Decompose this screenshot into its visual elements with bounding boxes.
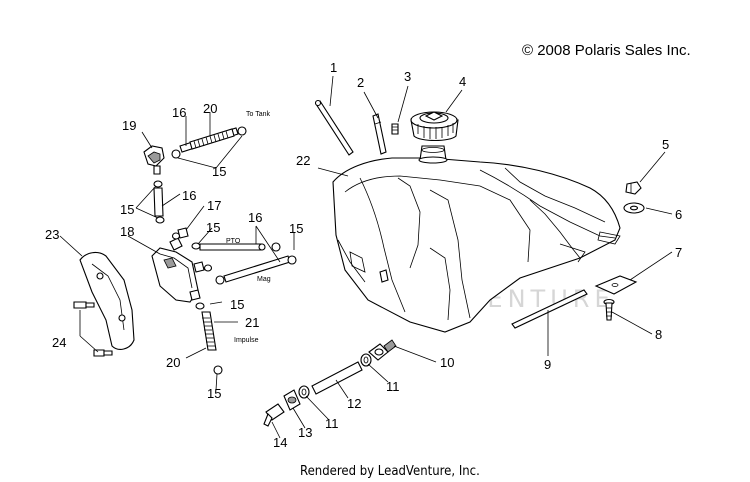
callout-16-b: 16 bbox=[182, 188, 196, 203]
label-mag: Mag bbox=[257, 276, 271, 283]
callout-12: 12 bbox=[347, 396, 361, 411]
callout-3: 3 bbox=[404, 69, 411, 84]
callout-11-upper: 11 bbox=[386, 379, 400, 394]
callout-9: 9 bbox=[544, 357, 551, 372]
callout-21: 21 bbox=[245, 315, 259, 330]
callout-22: 22 bbox=[296, 153, 310, 168]
callout-15-e: 15 bbox=[230, 297, 244, 312]
callout-17: 17 bbox=[207, 198, 221, 213]
callout-16-a: 16 bbox=[172, 105, 186, 120]
screw-24-lower bbox=[93, 349, 113, 357]
label-pto: PTO bbox=[226, 238, 241, 245]
callout-18: 18 bbox=[120, 224, 134, 239]
callout-15-a: 15 bbox=[212, 164, 226, 179]
label-to-tank: To Tank bbox=[246, 111, 270, 118]
callout-13: 13 bbox=[298, 425, 312, 440]
fuel-hose-12 bbox=[311, 361, 363, 395]
heat-shield bbox=[79, 251, 135, 350]
nut bbox=[625, 181, 642, 195]
leader-lines bbox=[59, 75, 673, 439]
callout-16-c: 16 bbox=[248, 210, 262, 225]
clip-strap bbox=[372, 113, 387, 155]
callout-6: 6 bbox=[675, 207, 682, 222]
callout-15-c: 15 bbox=[206, 220, 220, 235]
shutoff-valve bbox=[283, 389, 301, 411]
callout-15-d: 15 bbox=[289, 221, 303, 236]
mount-plate bbox=[594, 275, 638, 295]
callout-5: 5 bbox=[662, 137, 669, 152]
copyright-notice: © 2008 Polaris Sales Inc. bbox=[522, 42, 691, 59]
callout-7: 7 bbox=[675, 245, 682, 260]
callout-4: 4 bbox=[459, 74, 466, 89]
callout-19: 19 bbox=[122, 118, 136, 133]
fuel-pump bbox=[151, 232, 213, 303]
hose-16-mag bbox=[215, 255, 297, 285]
fitting-19 bbox=[143, 145, 165, 175]
hose-16-vertical bbox=[153, 180, 165, 224]
fuel-cap bbox=[410, 111, 459, 142]
callout-8: 8 bbox=[655, 327, 662, 342]
vent-strap bbox=[314, 99, 354, 156]
washer bbox=[623, 202, 645, 214]
rubber-strip bbox=[511, 289, 588, 329]
callout-11-lower: 11 bbox=[325, 416, 339, 431]
callout-2: 2 bbox=[357, 75, 364, 90]
fitting bbox=[263, 403, 285, 427]
screw-24-upper bbox=[73, 301, 95, 309]
footer-credit: Rendered by LeadVenture, Inc. bbox=[300, 464, 480, 479]
callout-15-f: 15 bbox=[207, 386, 221, 401]
callout-1: 1 bbox=[330, 60, 337, 75]
callout-20-top: 20 bbox=[203, 101, 217, 116]
mount-bolt bbox=[603, 298, 615, 321]
tank-bolt bbox=[391, 123, 399, 135]
hose-16-pto bbox=[191, 242, 281, 252]
callout-24: 24 bbox=[52, 335, 66, 350]
clamp-15-a bbox=[171, 126, 247, 159]
callout-15-b: 15 bbox=[120, 202, 134, 217]
callout-20-bottom: 20 bbox=[166, 355, 180, 370]
callout-23: 23 bbox=[45, 227, 59, 242]
callout-14: 14 bbox=[273, 435, 287, 450]
spring-20-top bbox=[189, 128, 235, 150]
impulse-hose bbox=[195, 302, 223, 375]
clamp-11-lower bbox=[298, 385, 310, 399]
clamp-11-upper bbox=[360, 353, 372, 367]
fuel-tank bbox=[332, 145, 621, 333]
fuel-line-outlet bbox=[368, 339, 397, 361]
label-impulse: Impulse bbox=[234, 337, 259, 344]
callout-10: 10 bbox=[440, 355, 454, 370]
